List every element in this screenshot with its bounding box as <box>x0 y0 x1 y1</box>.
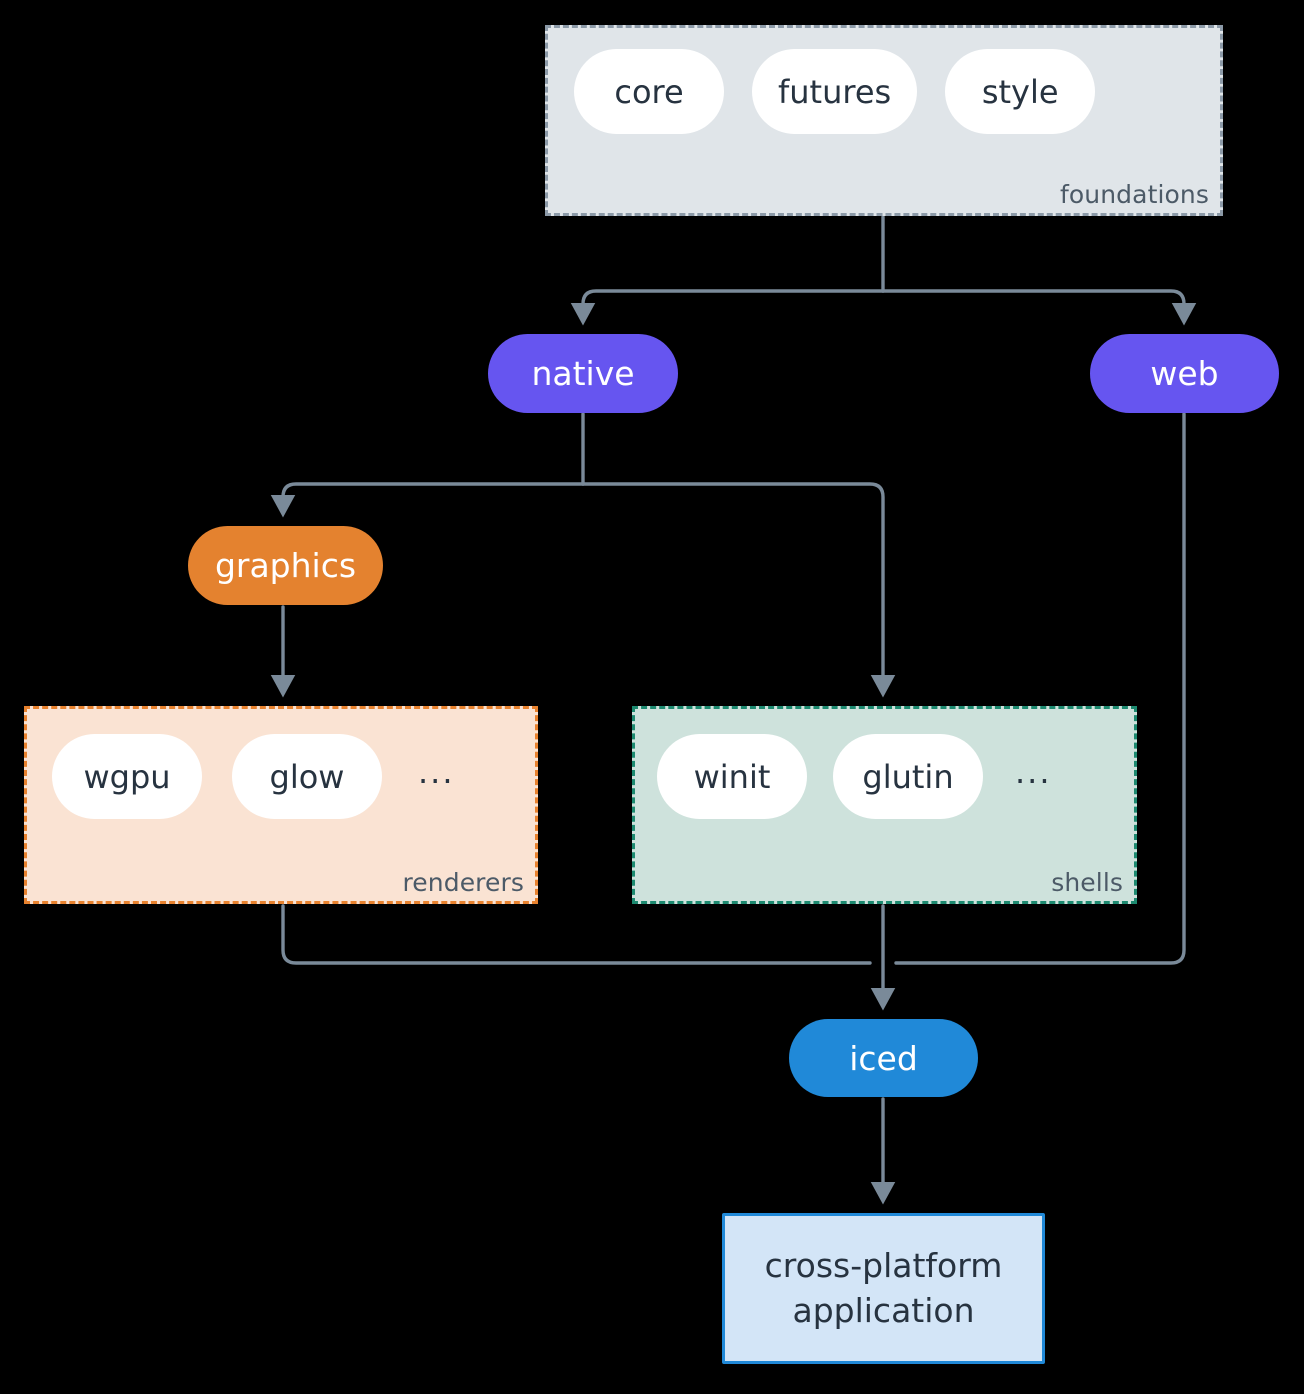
cluster-renderers-items: wgpu glow ... <box>52 734 455 819</box>
cluster-renderers-label: renderers <box>402 868 524 897</box>
edge-renderers-to-iced <box>281 904 872 965</box>
renderers-ellipsis: ... <box>418 752 455 791</box>
node-wgpu[interactable]: wgpu <box>52 734 202 819</box>
node-style[interactable]: style <box>945 49 1096 134</box>
edge-foundations-to-native <box>570 289 885 326</box>
edge-foundations-to-web <box>881 289 1197 326</box>
edge-native-to-shells <box>581 482 896 698</box>
node-web[interactable]: web <box>1090 334 1279 413</box>
shells-ellipsis: ... <box>1015 752 1052 791</box>
cluster-shells-label: shells <box>1051 868 1123 897</box>
edge-native-to-graphics <box>270 482 585 518</box>
node-winit[interactable]: winit <box>657 734 807 819</box>
cluster-renderers: wgpu glow ... renderers <box>24 706 538 904</box>
node-iced[interactable]: iced <box>789 1019 978 1097</box>
cluster-foundations: core futures style foundations <box>545 25 1223 216</box>
cluster-shells-items: winit glutin ... <box>657 734 1052 819</box>
cluster-shells: winit glutin ... shells <box>632 706 1137 904</box>
cluster-foundations-label: foundations <box>1060 180 1209 209</box>
node-futures[interactable]: futures <box>752 49 918 134</box>
application-line-1: cross-platform <box>764 1245 1003 1285</box>
node-glow[interactable]: glow <box>232 734 382 819</box>
node-native[interactable]: native <box>488 334 678 413</box>
cluster-foundations-items: core futures style <box>574 49 1096 134</box>
node-cross-platform-application[interactable]: cross-platform application <box>722 1213 1045 1364</box>
node-glutin[interactable]: glutin <box>833 734 983 819</box>
node-graphics[interactable]: graphics <box>188 526 383 605</box>
node-core[interactable]: core <box>574 49 724 134</box>
application-line-2: application <box>792 1290 975 1330</box>
